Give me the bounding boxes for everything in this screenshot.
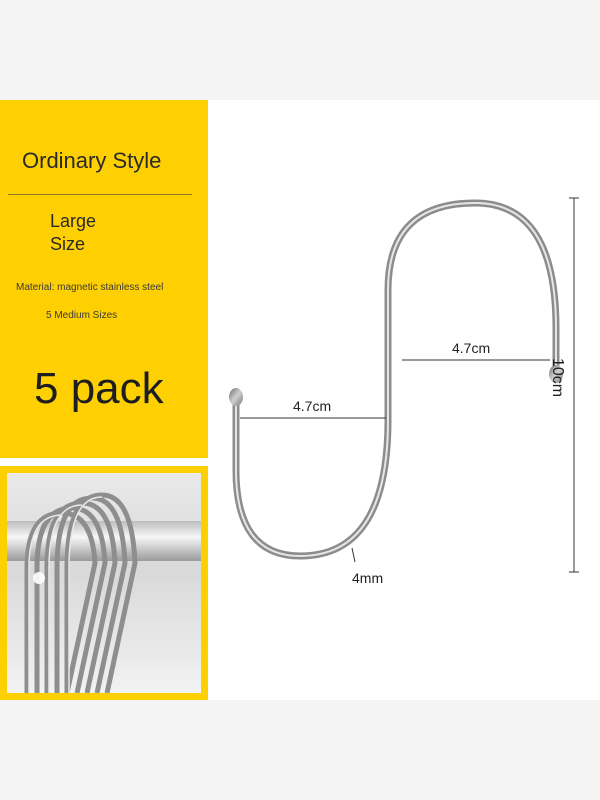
size-label-line2: Size <box>50 234 86 254</box>
style-title: Ordinary Style <box>22 148 162 173</box>
info-panel <box>0 100 208 458</box>
size-label: Large Size <box>50 210 130 256</box>
product-photo <box>7 473 201 693</box>
size-label-line1: Large <box>50 211 97 231</box>
dim-label-top: 4.7cm <box>452 340 491 356</box>
end-ball-right <box>549 365 563 383</box>
dim-label-height: 10cm <box>549 358 566 398</box>
end-ball-left <box>229 388 243 406</box>
dim-label-wire: 4mm <box>352 570 384 586</box>
product-photo-frame <box>0 466 208 700</box>
hooks-on-rail-illustration <box>7 492 201 693</box>
dim-tick-wire <box>351 547 356 563</box>
sizes-count-text: 5 Medium Sizes <box>46 310 118 321</box>
s-hook <box>232 199 560 560</box>
divider <box>8 194 192 195</box>
material-text: Material: magnetic stainless steel <box>16 282 164 293</box>
dim-label-bottom: 4.7cm <box>293 398 332 414</box>
pack-count: 5 pack <box>34 364 164 413</box>
